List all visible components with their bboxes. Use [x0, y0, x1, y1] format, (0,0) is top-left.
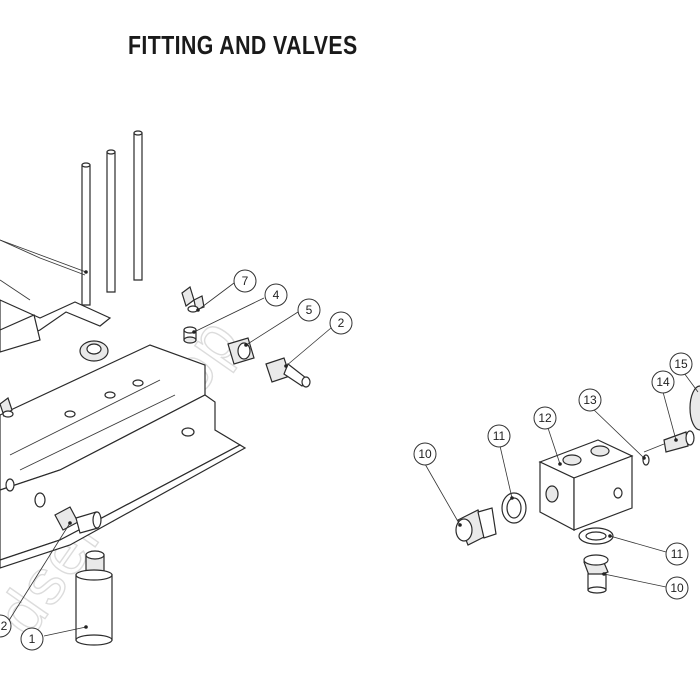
fitting-10-right [583, 554, 609, 594]
page-title: FITTING AND VALVES [128, 30, 358, 60]
plug-4 [183, 326, 197, 344]
leader-lines [0, 239, 699, 637]
svg-text:5: 5 [306, 303, 313, 317]
svg-text:10: 10 [670, 581, 684, 595]
callout-15: 15 [669, 352, 693, 376]
o-ring-11-left [501, 492, 527, 524]
callout-14: 14 [651, 370, 675, 394]
vertical-tubes [81, 130, 143, 306]
svg-text:11: 11 [671, 547, 684, 561]
callout-4: 4 [264, 283, 288, 307]
side-fitting [54, 506, 102, 534]
callout-2-right: 2 [329, 311, 353, 335]
upper-mounting-plate [0, 239, 112, 353]
hex-nut [79, 340, 109, 362]
wing-nut-left [0, 397, 14, 418]
needle-valve-14 [643, 430, 695, 453]
o-ring-11-right [578, 527, 614, 545]
callout-10-left: 10 [413, 442, 437, 466]
svg-text:13: 13 [583, 393, 597, 407]
callout-10-bottom: 10 [665, 576, 689, 600]
svg-text:15: 15 [674, 357, 688, 371]
callout-7: 7 [233, 269, 257, 293]
svg-text:12: 12 [538, 411, 552, 425]
svg-text:11: 11 [493, 429, 506, 443]
svg-text:2: 2 [338, 316, 345, 330]
svg-text:4: 4 [273, 288, 280, 302]
callout-1: 1 [20, 627, 44, 651]
svg-text:14: 14 [656, 375, 670, 389]
barb-fitting-2 [265, 357, 311, 388]
valve-block-12 [538, 439, 634, 531]
callout-5: 5 [297, 298, 321, 322]
knob-15 [689, 385, 700, 431]
svg-text:7: 7 [242, 274, 249, 288]
callout-11-top: 11 [487, 424, 511, 448]
fitting-10-left [455, 507, 497, 546]
cylinder-fitting [75, 550, 113, 646]
callout-13: 13 [578, 388, 602, 412]
callout-2-left: 2 [0, 614, 12, 638]
wing-nut-7 [181, 286, 205, 313]
svg-text:2: 2 [1, 619, 8, 633]
svg-text:10: 10 [418, 447, 432, 461]
svg-text:1: 1 [29, 632, 36, 646]
callout-12: 12 [533, 406, 557, 430]
callout-11-bottom: 11 [665, 542, 689, 566]
